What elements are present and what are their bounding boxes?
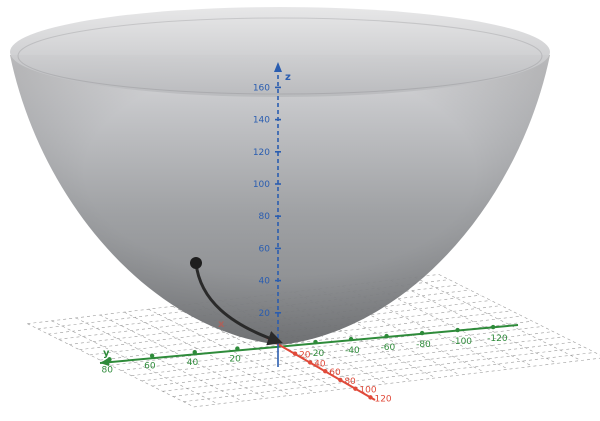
x-axis-label: x [218,319,225,330]
y-tick-mark [419,330,425,336]
z-tick-label: 140 [253,116,270,126]
z-tick-label: 20 [259,309,271,319]
y-tick-label: -40 [345,346,360,356]
x-tick-label: 60 [329,368,341,378]
y-axis-label: y [103,348,110,359]
z-tick-label: 100 [253,180,270,190]
y-tick-label: 40 [187,358,199,368]
y-tick-mark [107,357,112,362]
z-tick-label: 80 [259,212,271,222]
paraboloid-surface[interactable] [10,7,550,345]
y-tick-label: 20 [229,355,241,365]
y-tick-mark [348,336,354,342]
z-axis: z 20 40 60 80 100 120 140 160 [253,62,291,367]
x-tick-label: 40 [314,359,326,369]
y-tick-label: 60 [144,362,156,372]
y-tick-mark [490,324,496,330]
z-tick-label: 120 [253,148,270,158]
y-tick-mark [149,353,155,358]
y-tick-label: -80 [416,340,431,350]
y-tick-label: 80 [101,365,113,375]
start-point[interactable] [190,257,202,269]
y-tick-mark [192,349,197,355]
z-tick-label: 40 [259,277,271,287]
y-tick-label: -60 [381,343,396,353]
x-tick-mark [368,395,373,400]
y-tick-label: -100 [452,337,473,347]
x-tick-mark [338,377,343,383]
x-tick-mark [323,368,328,374]
y-tick-mark [313,339,318,345]
y-tick-label: -20 [310,349,325,359]
x-tick-label: 80 [344,377,356,387]
y-tick-mark [455,327,460,333]
x-tick-label: 100 [359,386,376,396]
x-tick-mark [292,351,298,356]
descent-arrow-icon[interactable] [190,257,283,346]
y-tick-mark [384,333,389,339]
z-axis-label: z [285,72,291,83]
y-tick-mark [235,346,240,351]
x-tick-mark [307,360,313,365]
x-tick-label: 20 [299,351,311,361]
z-tick-label: 160 [253,83,270,93]
y-tick-label: -120 [487,334,508,344]
z-tick-label: 60 [259,244,271,254]
x-tick-label: 120 [374,394,391,404]
x-tick-mark [353,386,358,391]
